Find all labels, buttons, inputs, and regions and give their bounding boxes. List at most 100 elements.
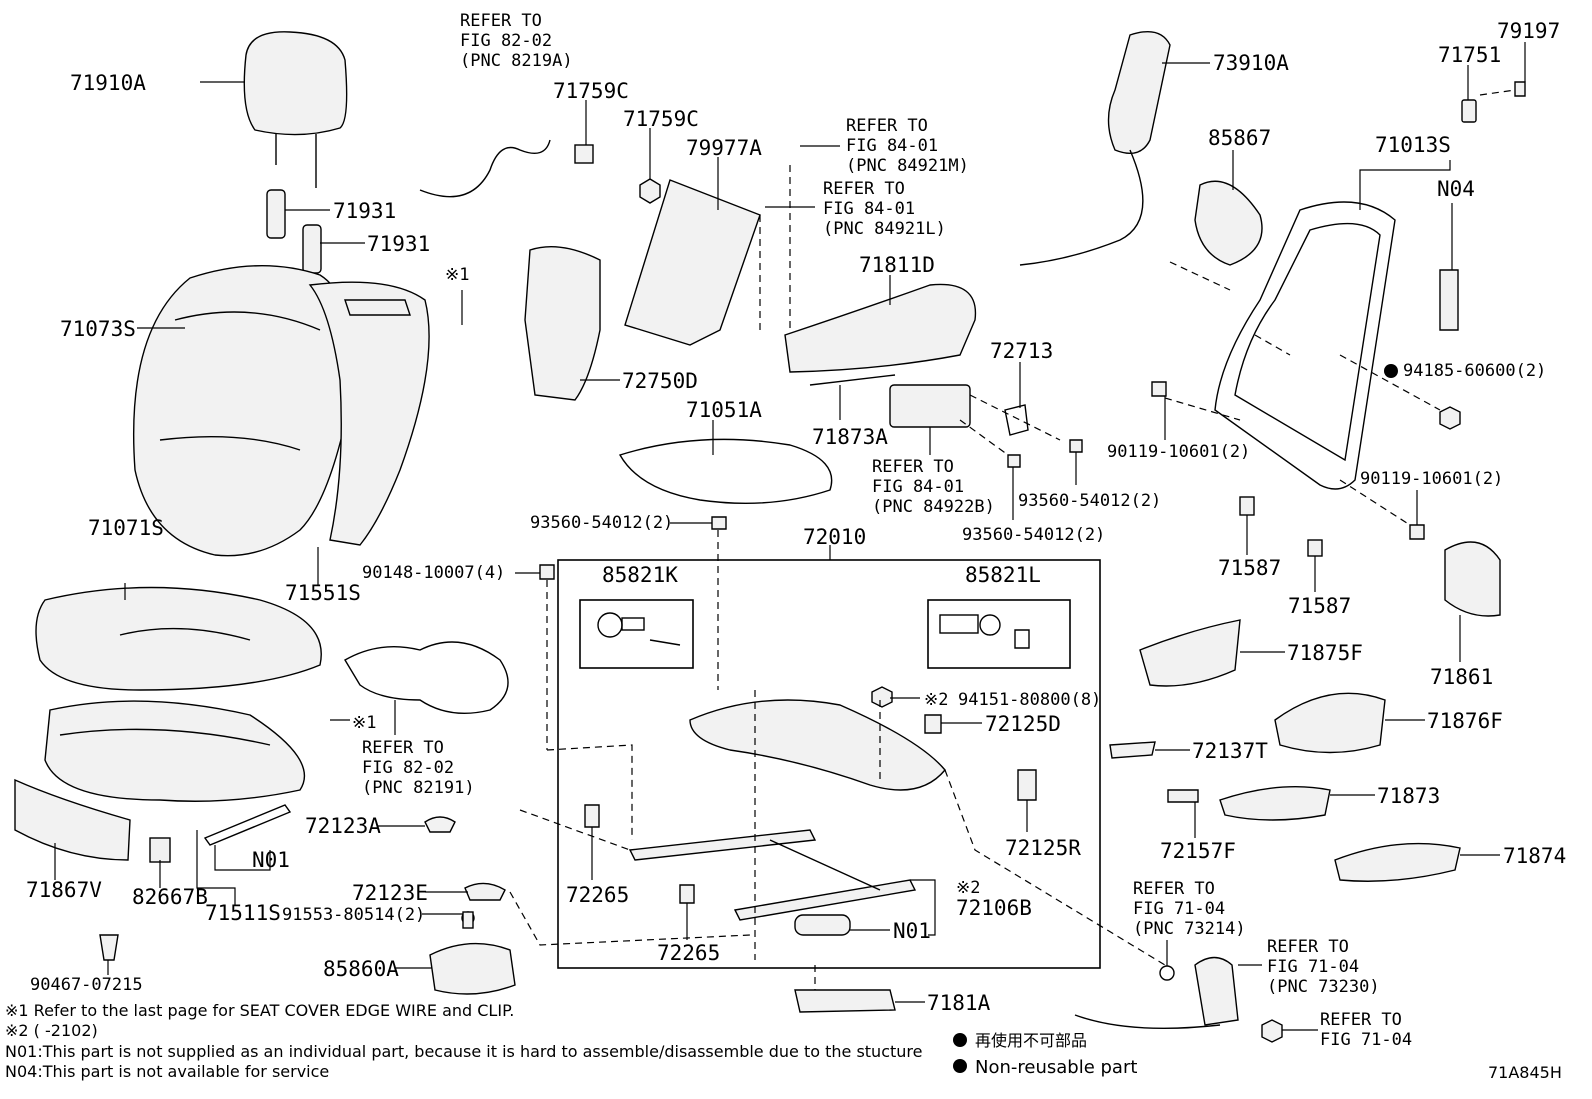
bolt-93560-drawing xyxy=(711,516,727,530)
airbag-wire-drawing xyxy=(1019,149,1144,266)
label-85821K: 85821K xyxy=(602,563,678,587)
part-72125R-drawing xyxy=(1017,769,1037,801)
legend-text-jp: 再使用不可部品 xyxy=(975,1031,1087,1050)
cushion-pad-drawing xyxy=(44,700,305,802)
label-72265-b: 72265 xyxy=(657,941,720,965)
nut-94151-drawing xyxy=(871,686,893,708)
footnote-1: ※1 Refer to the last page for SEAT COVER… xyxy=(5,1001,514,1020)
marker-note1-b: ※1 xyxy=(352,713,376,733)
bar-71873A-drawing xyxy=(809,374,896,386)
shield-71811D-drawing xyxy=(784,283,977,373)
label-93560-a: 93560-54012(2) xyxy=(530,513,673,533)
label-79197: 79197 xyxy=(1497,19,1560,43)
wire-8219A-drawing xyxy=(419,139,551,198)
refer-8219A: REFER TO FIG 82-02 (PNC 8219A) xyxy=(460,11,573,71)
bolt-90119b-drawing xyxy=(1409,524,1425,540)
shield-71876F-drawing xyxy=(1274,692,1386,754)
part-72125D-drawing xyxy=(924,714,942,734)
label-71587-b: 71587 xyxy=(1288,594,1351,618)
label-94185: 94185-60600(2) xyxy=(1403,361,1546,381)
label-n01-a: N01 xyxy=(252,848,290,872)
label-71910A: 71910A xyxy=(70,71,146,95)
label-85867: 85867 xyxy=(1208,126,1271,150)
label-71587-a: 71587 xyxy=(1218,556,1281,580)
label-71861: 71861 xyxy=(1430,665,1493,689)
label-93560-b: 93560-54012(2) xyxy=(1018,491,1161,511)
refer-84921M: REFER TO FIG 84-01 (PNC 84921M) xyxy=(846,116,969,176)
label-72106B: 72106B xyxy=(956,896,1032,920)
part-85867-drawing xyxy=(1194,180,1263,266)
label-71511S: 71511S xyxy=(205,901,281,925)
label-71071S: 71071S xyxy=(88,516,164,540)
label-72713: 72713 xyxy=(990,339,1053,363)
headrest-guide-drawing xyxy=(266,189,322,274)
footnote-n04: N04:This part is not available for servi… xyxy=(5,1062,329,1081)
part-7181A-drawing xyxy=(794,989,896,1013)
refer-71-04: REFER TO FIG 71-04 xyxy=(1320,1010,1412,1050)
label-85860A: 85860A xyxy=(323,957,399,981)
label-73910A: 73910A xyxy=(1213,51,1289,75)
label-71013S: 71013S xyxy=(1375,133,1451,157)
adjuster-assembly-box xyxy=(557,559,1101,969)
label-71551S: 71551S xyxy=(285,581,361,605)
label-72123E: 72123E xyxy=(352,881,428,905)
headrest-drawing xyxy=(243,31,348,188)
bolt-b-drawing xyxy=(1007,454,1021,468)
part-72123A-drawing xyxy=(424,816,456,833)
motor-85821K-box xyxy=(579,599,694,669)
bolt-a-drawing xyxy=(1069,439,1083,453)
label-85821L: 85821L xyxy=(965,563,1041,587)
label-71875F: 71875F xyxy=(1287,641,1363,665)
label-90467: 90467-07215 xyxy=(30,975,143,995)
wire-frame-71051A-drawing xyxy=(618,438,833,505)
label-71931-a: 71931 xyxy=(333,199,396,223)
marker-note1-a: ※1 xyxy=(445,265,469,285)
part-labels: 71910A 71931 71931 71073S 71071S 71551S … xyxy=(26,19,1566,1015)
refer-to-blocks: REFER TO FIG 82-02 (PNC 8219A) REFER TO … xyxy=(362,11,1412,1050)
clip-82667B-drawing xyxy=(149,837,171,863)
ring-73214-drawing xyxy=(1159,965,1175,981)
label-90148: 90148-10007(4) xyxy=(362,563,505,583)
seat-adjuster-frame-drawing xyxy=(628,699,946,936)
seatback-cover-drawing xyxy=(132,265,353,557)
refer-73230: REFER TO FIG 71-04 (PNC 73230) xyxy=(1267,937,1380,997)
legend: 再使用不可部品 Non-reusable part xyxy=(953,1031,1137,1078)
note-markers: ※1 ※1 ※2 ※2 xyxy=(352,265,980,898)
label-71931-b: 71931 xyxy=(367,232,430,256)
label-79977A: 79977A xyxy=(686,136,762,160)
legend-text-en: Non-reusable part xyxy=(975,1057,1137,1078)
assembly-dashed-lines xyxy=(509,89,1516,990)
part-72265a-drawing xyxy=(584,804,600,828)
nut-71-04-drawing xyxy=(1261,1019,1283,1043)
label-93560-c: 93560-54012(2) xyxy=(962,525,1105,545)
label-71873: 71873 xyxy=(1377,784,1440,808)
part-72123E-drawing xyxy=(464,882,506,901)
label-72123A: 72123A xyxy=(305,814,381,838)
seatback-frame-71013S-drawing xyxy=(1214,201,1396,490)
knob-73230-drawing xyxy=(1194,956,1239,1026)
motor-n04-drawing xyxy=(1439,269,1459,331)
recliner-72750D-drawing xyxy=(524,245,601,401)
nut-71759C-drawing xyxy=(639,178,661,204)
bracket-n01-drawing xyxy=(203,804,292,846)
label-72125R: 72125R xyxy=(1005,836,1081,860)
label-72010: 72010 xyxy=(803,525,866,549)
label-72137T: 72137T xyxy=(1192,739,1268,763)
motor-85821L-box xyxy=(927,599,1071,669)
footnotes: ※1 Refer to the last page for SEAT COVER… xyxy=(5,1001,922,1081)
module-84922B-drawing xyxy=(889,384,971,428)
part-71751-drawing xyxy=(1461,99,1477,123)
side-airbag-73910A-drawing xyxy=(1107,31,1171,154)
label-90119-b: 90119-10601(2) xyxy=(1360,469,1503,489)
refer-84922B: REFER TO FIG 84-01 (PNC 84922B) xyxy=(872,457,995,517)
refer-84921L: REFER TO FIG 84-01 (PNC 84921L) xyxy=(823,179,946,239)
cable-drawing xyxy=(1074,1014,1221,1030)
shield-71875F-drawing xyxy=(1139,619,1241,687)
figure-id: 71A845H xyxy=(1488,1063,1562,1082)
label-71759C-a: 71759C xyxy=(553,79,629,103)
label-71051A: 71051A xyxy=(686,398,762,422)
label-71759C-b: 71759C xyxy=(623,107,699,131)
marker-note2-a: ※2 xyxy=(924,690,948,710)
footnote-2: ※2 ( -2102) xyxy=(5,1021,98,1040)
